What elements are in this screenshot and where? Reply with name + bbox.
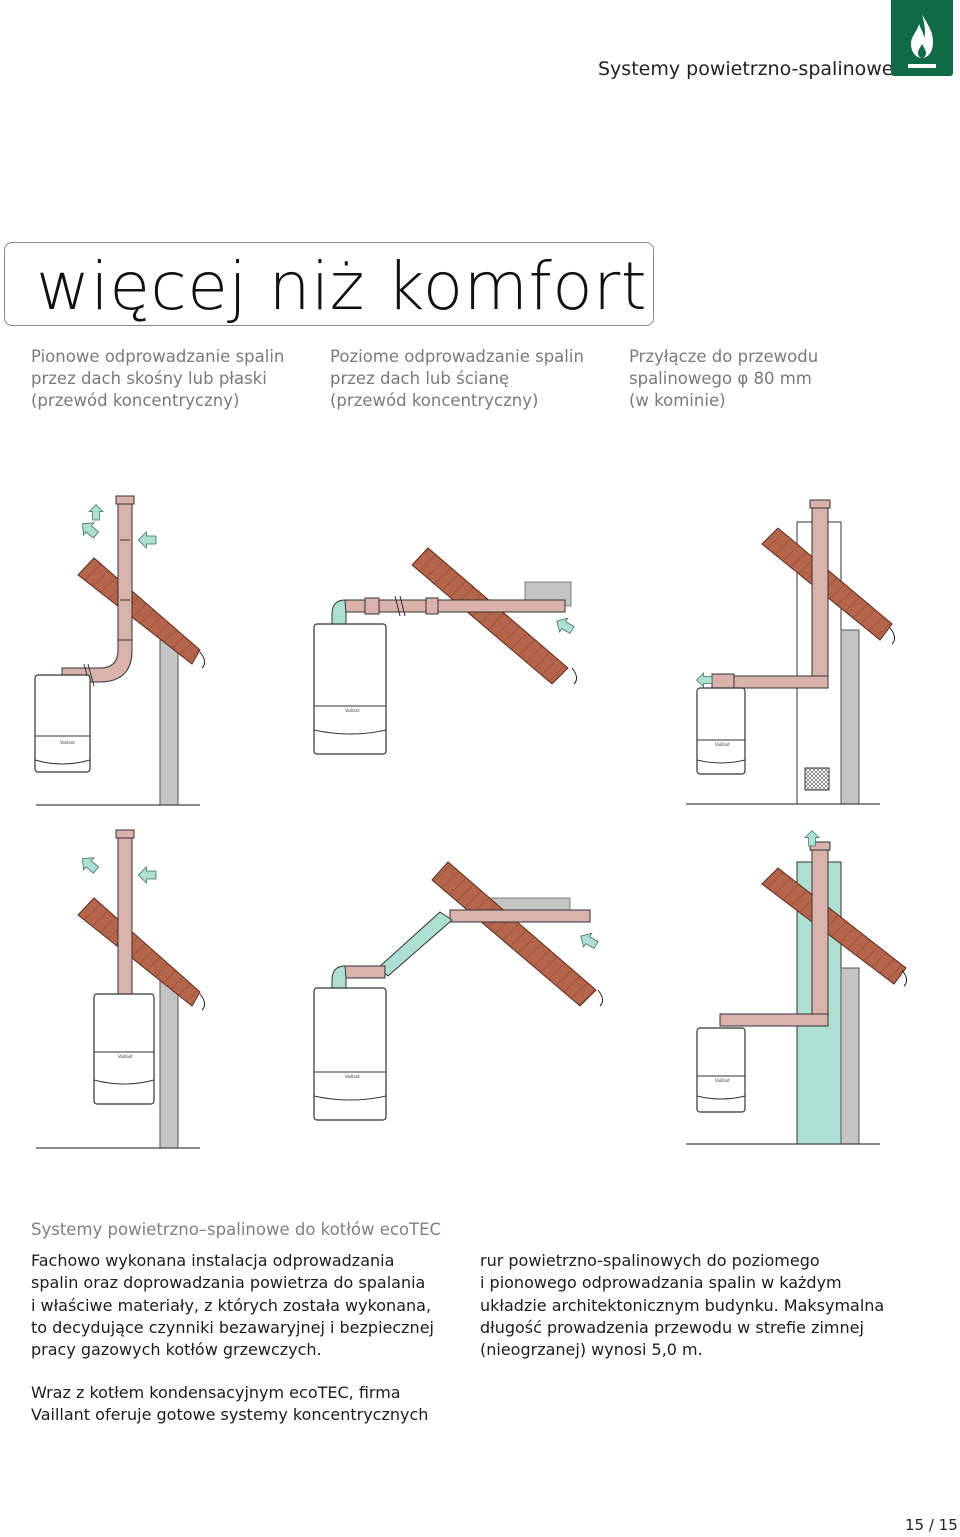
body-line: spalin oraz doprowadzania powietrza do s… — [31, 1273, 426, 1293]
caption-line: Pionowe odprowadzanie spalin — [31, 347, 285, 366]
caption-line: przez dach skośny lub płaski — [31, 369, 267, 388]
header-title: Systemy powietrzno-spalinowe — [598, 58, 894, 80]
diagram-vertical-2: Vaillant — [36, 829, 206, 1149]
section-heading: Systemy powietrzno–spalinowe do kotłów e… — [31, 1220, 442, 1239]
page-number: 15 / 15 — [905, 1516, 958, 1534]
body-line: i pionowego odprowadzania spalin w każdy… — [480, 1273, 842, 1293]
caption-vertical: Pionowe odprowadzanie spalin przez dach … — [31, 346, 316, 412]
caption-horizontal: Poziome odprowadzanie spalin przez dach … — [330, 346, 615, 412]
body-line: (nieogrzanej) wynosi 5,0 m. — [480, 1340, 703, 1360]
body-line: Vaillant oferuje gotowe systemy koncentr… — [31, 1405, 429, 1425]
body-left-column: Fachowo wykonana instalacja odprowadzani… — [31, 1250, 434, 1361]
caption-line: (w kominie) — [629, 391, 726, 410]
boiler-brand: Vaillant — [60, 740, 75, 745]
caption-line: (przewód koncentryczny) — [31, 391, 240, 410]
body-bottom-paragraph: Wraz z kotłem kondensacyjnym ecoTEC, fir… — [31, 1382, 428, 1427]
boiler-brand: Vaillant — [118, 1054, 133, 1059]
diagram-horizontal-2: Vaillant — [313, 861, 604, 1121]
body-right-column: rur powietrzno-spalinowych do poziomego … — [480, 1250, 884, 1361]
boiler-brand: Vaillant — [345, 708, 360, 713]
caption-chimney: Przyłącze do przewodu spalinowego φ 80 m… — [629, 346, 914, 412]
boiler-brand: Vaillant — [715, 1078, 730, 1083]
body-line: rur powietrzno-spalinowych do poziomego — [480, 1251, 820, 1270]
diagram-horizontal-1: Vaillant — [313, 547, 578, 755]
body-line: układzie architektonicznym budynku. Maks… — [480, 1295, 885, 1315]
caption-line: Przyłącze do przewodu — [629, 347, 819, 366]
diagram-chimney-2: Vaillant — [686, 830, 908, 1145]
boiler-brand: Vaillant — [345, 1074, 360, 1079]
caption-line: (przewód koncentryczny) — [330, 391, 539, 410]
brand-logo — [891, 0, 953, 76]
caption-line: Poziome odprowadzanie spalin — [330, 347, 584, 366]
body-line: Wraz z kotłem kondensacyjnym ecoTEC, fir… — [31, 1383, 401, 1402]
body-line: pracy gazowych kotłów grzewczych. — [31, 1340, 322, 1360]
caption-line: przez dach lub ścianę — [330, 369, 510, 388]
body-line: to decydujące czynniki bezawaryjnej i be… — [31, 1317, 434, 1337]
diagram-chimney-1: Vaillant — [686, 499, 896, 805]
flame-icon — [908, 14, 936, 68]
banner-title: więcej niż komfort — [36, 248, 648, 325]
body-line: długość prowadzenia przewodu w strefie z… — [480, 1317, 864, 1337]
diagram-vertical-1: Vaillant — [34, 495, 206, 806]
body-line: Fachowo wykonana instalacja odprowadzani… — [31, 1251, 395, 1270]
banner-frame — [4, 242, 654, 326]
boiler-brand: Vaillant — [715, 742, 730, 747]
body-line: i właściwe materiały, z których została … — [31, 1295, 432, 1315]
caption-line: spalinowego φ 80 mm — [629, 369, 812, 388]
